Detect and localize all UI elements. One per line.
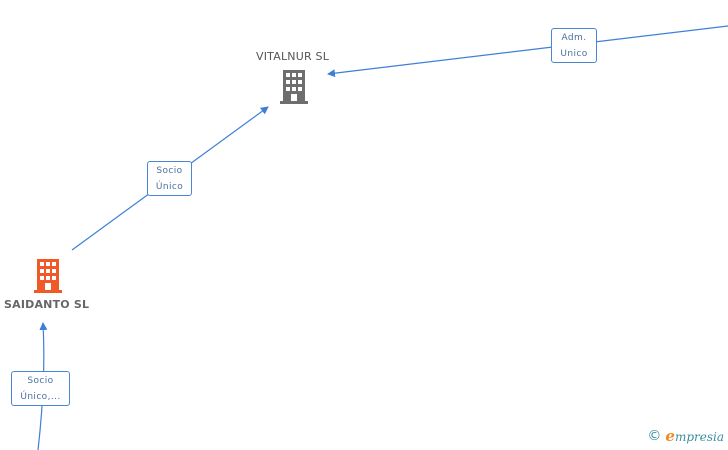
edge-label-adm-line1: Adm.: [561, 33, 587, 43]
edge-label-adm-unico[interactable]: Adm. Unico: [551, 28, 597, 63]
empresia-logo[interactable]: empresia: [665, 427, 724, 445]
edge-label-socio-more-line1: Socio: [27, 376, 54, 386]
footer-brand: © empresia: [647, 427, 724, 445]
edge-label-socio-unico[interactable]: Socio Único: [147, 161, 192, 196]
vitalnur-label[interactable]: VITALNUR SL: [256, 50, 330, 63]
edge-label-adm-line2: Unico: [560, 49, 588, 59]
edge-label-socio-more-line2: Único,...: [20, 392, 61, 402]
edge-label-socio-line1: Socio: [156, 166, 183, 176]
saidanto-building-icon[interactable]: [34, 259, 62, 293]
edge-label-socio-unico-more[interactable]: Socio Único,...: [11, 371, 70, 406]
copyright-icon: ©: [647, 428, 662, 444]
edge-adm-to-vitalnur[interactable]: [327, 25, 728, 78]
saidanto-label[interactable]: SAIDANTO SL: [4, 298, 90, 311]
edge-label-socio-line2: Único: [155, 182, 184, 192]
vitalnur-building-icon[interactable]: [280, 70, 308, 104]
